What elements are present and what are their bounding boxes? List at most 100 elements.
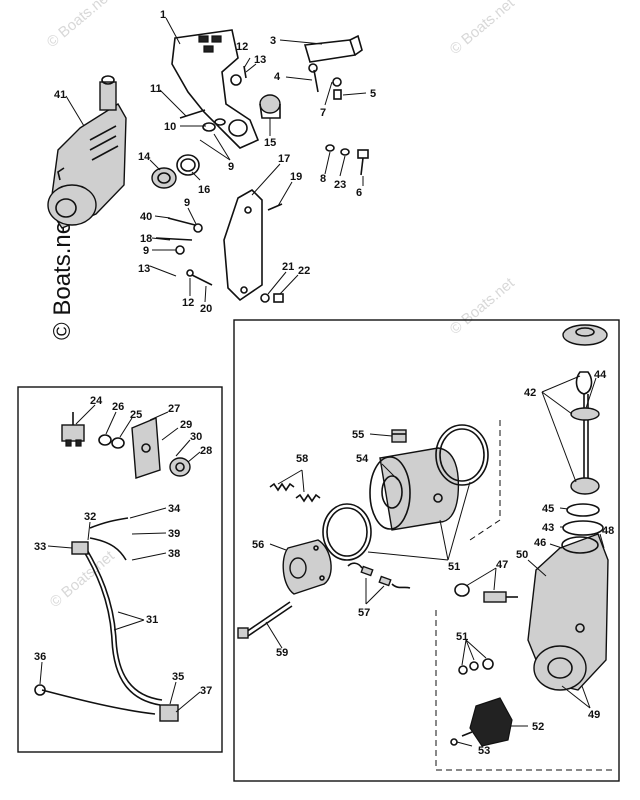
watermark-lower-left: © Boats.net <box>47 547 119 611</box>
motor-shell-54 <box>369 447 460 531</box>
callout-25: 25 <box>130 409 142 421</box>
connector-33 <box>71 541 89 555</box>
callout-28: 28 <box>200 445 212 457</box>
watermark-vertical: © Boats.net <box>49 214 76 340</box>
callout-44: 44 <box>594 369 607 381</box>
callout-50: 50 <box>516 549 528 561</box>
callout-39: 39 <box>168 528 180 540</box>
through-bolt-59 <box>237 601 293 639</box>
callout-12-top: 12 <box>236 41 248 53</box>
guide-line-shell <box>469 420 501 541</box>
callout-42: 42 <box>524 387 536 399</box>
plug-35 <box>159 704 179 722</box>
callout-16: 16 <box>198 184 210 196</box>
callout-14: 14 <box>138 151 151 163</box>
callout-15: 15 <box>264 137 276 149</box>
callout-23: 23 <box>334 179 346 191</box>
callout-35: 35 <box>172 671 184 683</box>
end-plate-56 <box>282 539 332 595</box>
switch-washers <box>98 434 125 449</box>
callout-59: 59 <box>276 647 288 659</box>
knob-28 <box>169 457 191 477</box>
bolts-and-washers-upper <box>179 63 342 132</box>
callout-22: 22 <box>298 265 310 277</box>
wire-harness-31 <box>41 517 163 715</box>
callout-53: 53 <box>478 745 490 757</box>
plug-55 <box>391 429 407 443</box>
callout-24: 24 <box>90 395 103 407</box>
fitting-47 <box>454 583 518 603</box>
callout-29: 29 <box>180 419 192 431</box>
callout-27: 27 <box>168 403 180 415</box>
bracket-angle <box>303 34 363 63</box>
callout-6: 6 <box>356 187 362 199</box>
callout-45: 45 <box>542 503 554 515</box>
bushing-14 <box>151 167 177 189</box>
callout-19: 19 <box>290 171 302 183</box>
bracket-plate <box>171 29 260 149</box>
armature-52 <box>461 697 513 747</box>
callout-13-top: 13 <box>254 54 266 66</box>
callout-38: 38 <box>168 548 180 560</box>
switch-plate-27 <box>131 416 161 479</box>
callout-52: 52 <box>532 721 544 733</box>
nut-screw-6-8-23 <box>325 144 369 176</box>
watermark-top-right: © Boats.net <box>447 0 519 58</box>
seal-ring-large <box>435 424 489 486</box>
callout-26: 26 <box>112 401 124 413</box>
trim-motor-assembly <box>47 75 127 229</box>
callout-4: 4 <box>274 71 281 83</box>
callout-11: 11 <box>150 83 162 95</box>
bushing-15 <box>259 94 281 119</box>
gasket-ring-mid <box>322 503 372 561</box>
callout-34: 34 <box>168 503 181 515</box>
terminal-36 <box>34 684 46 696</box>
callout-9-mid: 9 <box>184 197 190 209</box>
springs-58 <box>269 482 321 503</box>
callout-30: 30 <box>190 431 202 443</box>
callout-40: 40 <box>140 211 152 223</box>
callout-37: 37 <box>200 685 212 697</box>
lower-bracket-17 <box>223 189 263 302</box>
callout-12-low: 12 <box>182 297 194 309</box>
reservoir-cap-42 <box>562 324 608 495</box>
leader-lines <box>39 17 605 747</box>
callout-18: 18 <box>140 233 152 245</box>
callout-51-lower: 51 <box>456 631 468 643</box>
callout-54: 54 <box>356 453 369 465</box>
switch-wiring-box <box>17 386 223 753</box>
callout-7: 7 <box>320 107 326 119</box>
callout-31: 31 <box>146 614 158 626</box>
lower-hardware <box>155 203 284 303</box>
callout-9-top: 9 <box>228 161 234 173</box>
callout-13-low: 13 <box>138 263 150 275</box>
callout-3: 3 <box>270 35 276 47</box>
callout-32: 32 <box>84 511 96 523</box>
callout-48: 48 <box>602 525 614 537</box>
callout-5: 5 <box>370 88 376 100</box>
trim-motor-box <box>233 319 620 782</box>
callout-8: 8 <box>320 173 326 185</box>
callout-47: 47 <box>496 559 508 571</box>
callout-46: 46 <box>534 537 546 549</box>
callout-labels: 1 3 12 13 4 5 7 11 41 10 15 9 14 16 17 8… <box>34 9 614 757</box>
callout-56: 56 <box>252 539 264 551</box>
guide-line-housing <box>435 610 612 771</box>
callout-43: 43 <box>542 522 554 534</box>
callout-41: 41 <box>54 89 66 101</box>
toggle-switch-24 <box>61 412 85 447</box>
callout-51-upper: 51 <box>448 561 460 573</box>
watermark-mid-right: © Boats.net <box>447 274 519 338</box>
callout-49: 49 <box>588 709 600 721</box>
brushes-57 <box>347 562 411 589</box>
o-rings-43-45 <box>562 503 604 536</box>
callout-10: 10 <box>164 121 176 133</box>
callout-1: 1 <box>160 9 166 21</box>
ring-16 <box>176 154 200 176</box>
callout-58: 58 <box>296 453 308 465</box>
callout-36: 36 <box>34 651 46 663</box>
callout-55: 55 <box>352 429 364 441</box>
watermark-top-left: © Boats.net <box>44 0 116 51</box>
